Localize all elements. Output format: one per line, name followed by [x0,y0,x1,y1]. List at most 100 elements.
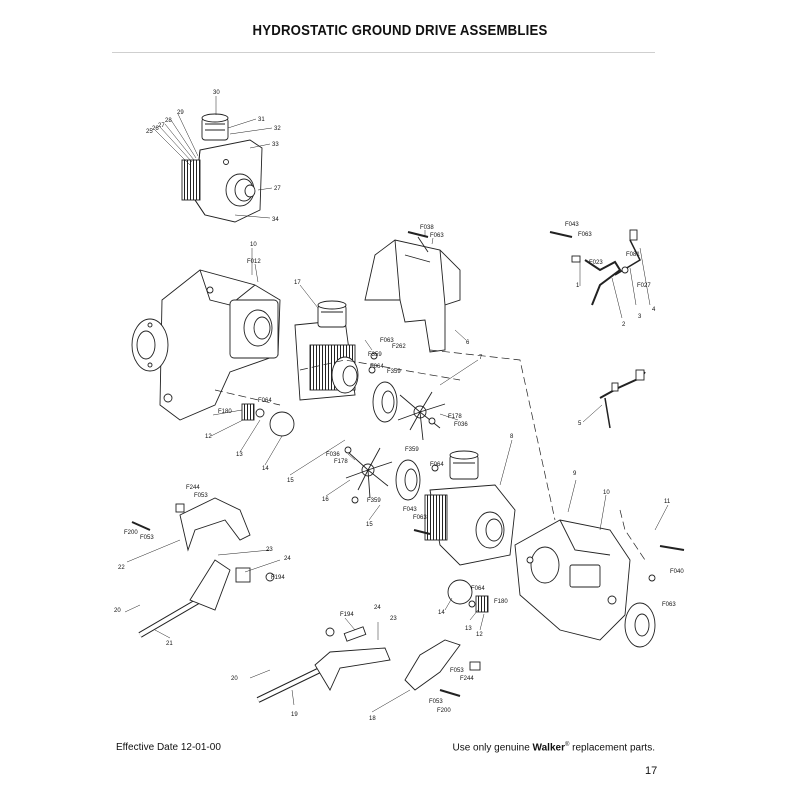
callout-2: 2 [622,322,626,328]
brand-name: Walker [532,742,565,754]
callout-F012: F012 [247,259,261,265]
callout-26: 26 [152,126,159,132]
callout-10: 10 [250,242,257,248]
callout-27: 27 [274,186,281,192]
upper-cooling-fan [397,391,446,441]
left-pulley [372,381,398,423]
lower-cooling-fan [345,447,393,499]
right-seal-and-gear [447,579,489,613]
callout-22: 22 [118,565,125,571]
callout-14: 14 [262,466,269,472]
callout-F194: F194 [271,575,285,581]
callout-7: 7 [479,355,483,361]
callout-19: 19 [291,712,298,718]
callout-11: 11 [664,499,671,505]
control-link [599,369,646,429]
callout-4: 4 [652,307,656,313]
callout-F200b: F200 [437,708,451,714]
callout-F244: F244 [186,485,200,491]
callout-F043b: F043 [403,507,417,513]
callout-F200: F200 [124,530,138,536]
effective-date: Effective Date 12-01-00 [116,742,221,753]
callout-27b: 27 [158,123,165,129]
leader-lines [124,96,669,713]
callout-21: 21 [166,641,173,647]
callout-12b: 12 [476,632,483,638]
callout-34: 34 [272,217,279,223]
right-drive-shaft [256,626,391,703]
callout-17: 17 [294,280,301,286]
callout-30: 30 [213,90,220,96]
callout-F063c: F063 [578,232,592,238]
genuine-parts-suffix: replacement parts. [569,742,655,754]
callout-20: 20 [114,608,121,614]
callout-31: 31 [258,117,265,123]
callout-6: 6 [466,340,470,346]
callout-1: 1 [576,283,580,289]
callout-F036: F036 [454,422,468,428]
left-brake-arm [179,497,251,552]
callout-13b: 13 [465,626,472,632]
callout-F064: F064 [370,364,384,370]
left-seal-and-gear [241,403,295,437]
callout-5: 5 [578,421,582,427]
callout-20b: 20 [231,676,238,682]
title-rule [112,52,655,53]
upper-mounting-bracket [364,236,461,353]
callout-F027: F027 [637,283,651,289]
callout-14b: 14 [438,610,445,616]
callout-F359: F359 [368,352,382,358]
callout-F081: F081 [626,252,640,258]
callout-F063e: F063 [662,602,676,608]
callout-F063b: F063 [430,233,444,239]
callout-32: 32 [274,126,281,132]
callout-F194b: F194 [340,612,354,618]
callout-F053b: F053 [140,535,154,541]
callout-23: 23 [266,547,273,553]
top-right-linkage [571,229,641,306]
callout-8: 8 [510,434,514,440]
callout-F064c: F064 [430,462,444,468]
callout-F262: F262 [392,344,406,350]
callout-F359c: F359 [405,447,419,453]
callout-F064d: F064 [471,586,485,592]
callout-10b: 10 [603,490,610,496]
callout-F053c: F053 [450,668,464,674]
callout-F036b: F036 [326,452,340,458]
callout-24b: 24 [374,605,381,611]
callout-F043: F043 [565,222,579,228]
callout-29: 29 [177,110,184,116]
callout-9: 9 [573,471,577,477]
top-pump-assembly [181,113,263,223]
callout-15: 15 [287,478,294,484]
page-number: 17 [645,765,658,777]
callout-F178b: F178 [334,459,348,465]
callout-12: 12 [205,434,212,440]
callout-3: 3 [638,314,642,320]
callout-F359b: F359 [387,369,401,375]
callout-18: 18 [369,716,376,722]
callout-F180: F180 [218,409,232,415]
callout-28: 28 [165,118,172,124]
callout-F040: F040 [670,569,684,575]
right-pulley [395,459,421,501]
callout-F063: F063 [380,338,394,344]
callout-F359d: F359 [367,498,381,504]
callout-F023: F023 [589,260,603,266]
left-drive-shaft [138,559,275,638]
callout-15b: 15 [366,522,373,528]
callout-F064b: F064 [258,398,272,404]
callout-labels: 30 31 32 33 27 34 25 26 27 28 29 10 F012… [114,90,684,722]
registered-mark: ® [564,742,570,748]
left-gearbox-housing [131,269,281,421]
genuine-parts-note: Use only genuine Walker® replacement par… [452,742,655,753]
bolts [131,231,685,697]
callout-25: 25 [146,129,153,135]
callout-33: 33 [272,142,279,148]
callout-16: 16 [322,497,329,503]
callout-24: 24 [284,556,291,562]
callout-F038: F038 [420,225,434,231]
genuine-parts-prefix: Use only genuine [452,742,533,754]
callout-13: 13 [236,452,243,458]
